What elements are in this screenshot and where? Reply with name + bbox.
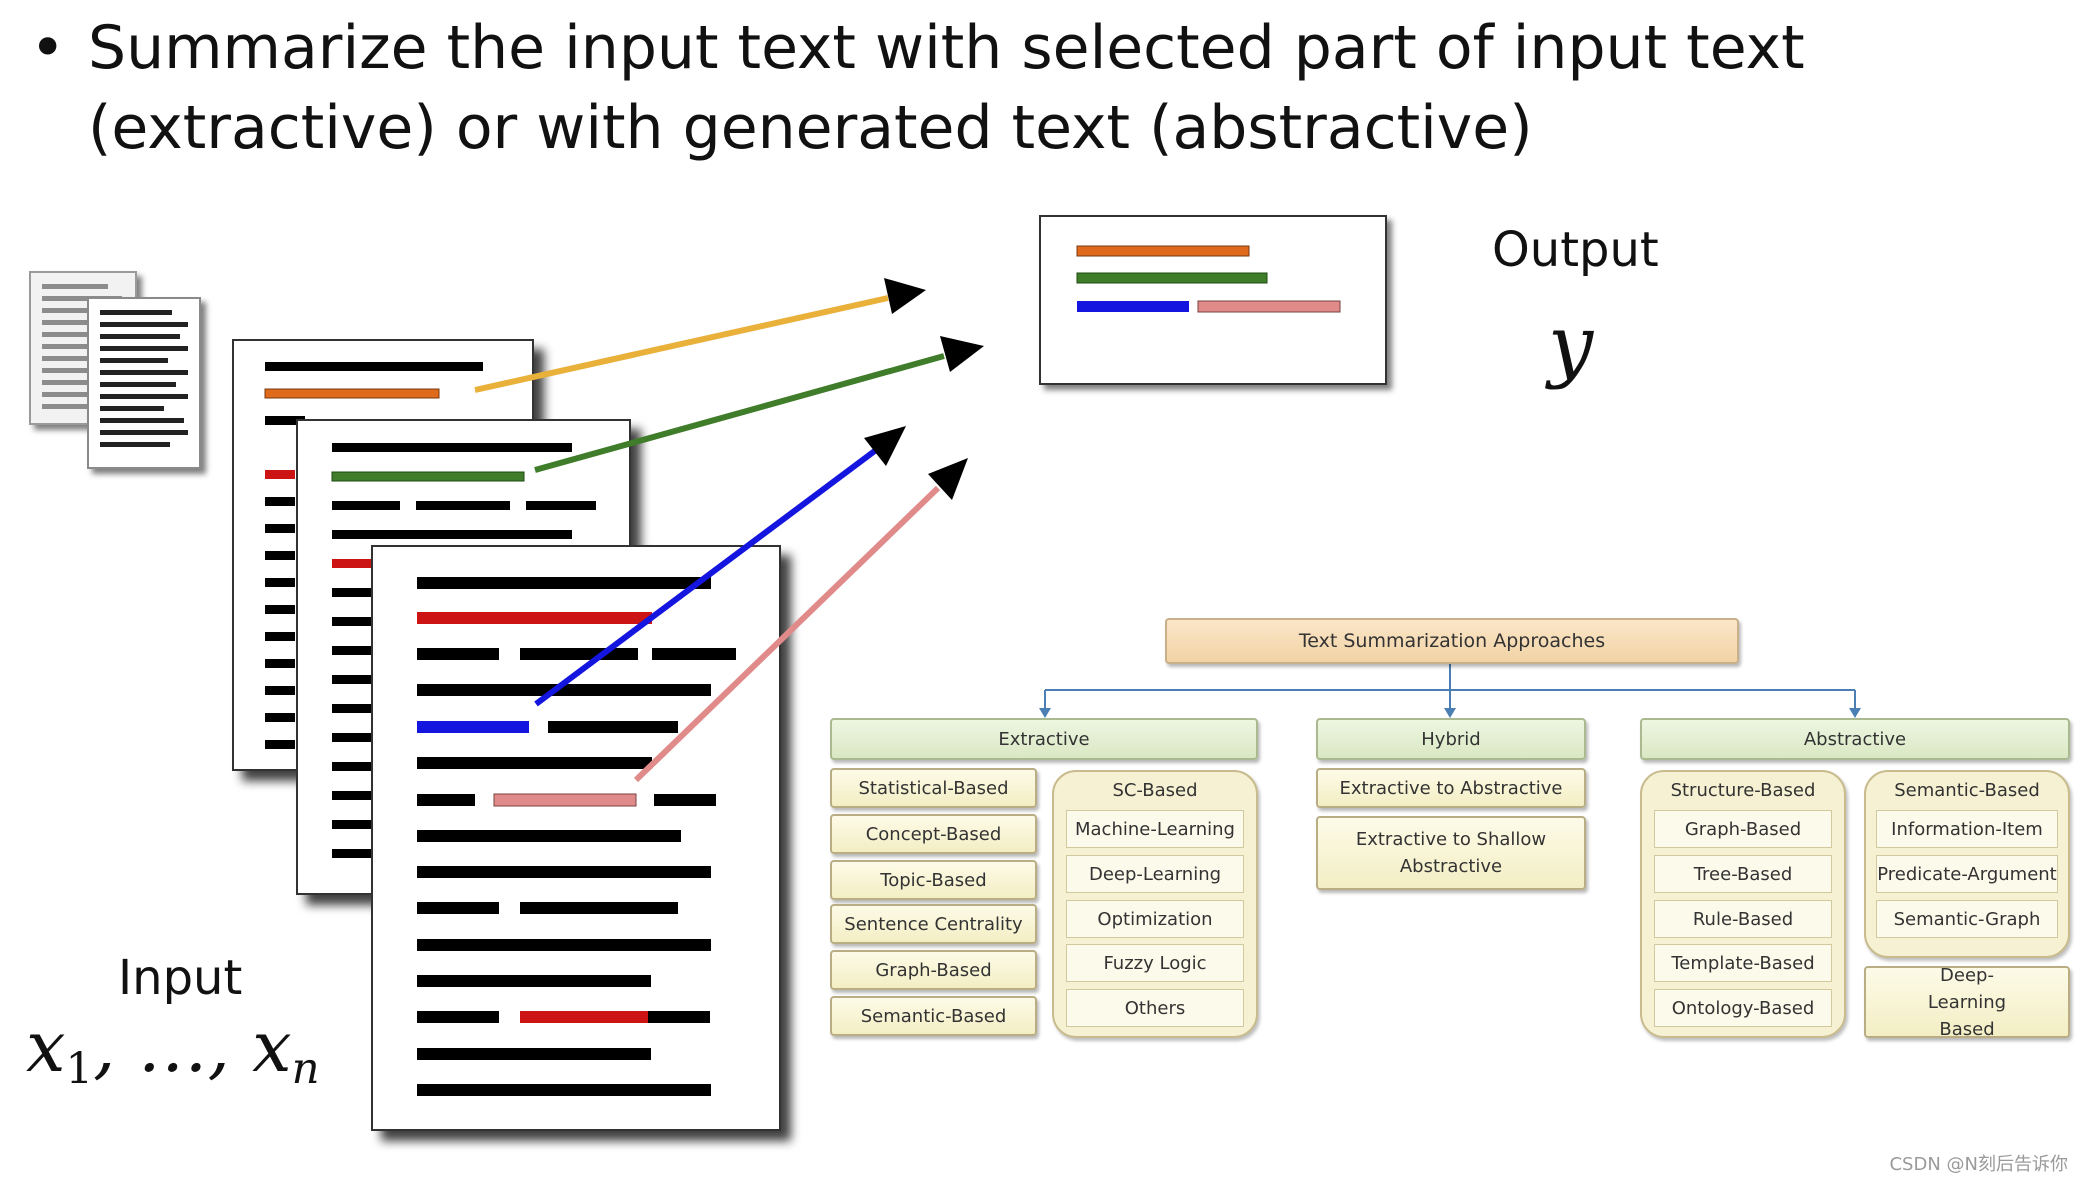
output-summary-box — [1039, 215, 1387, 385]
extractive-method: Semantic-Based — [830, 996, 1037, 1036]
sc-based-item: Machine-Learning — [1066, 810, 1244, 848]
sc-based-item: Deep-Learning — [1066, 855, 1244, 893]
heading-line-1: Summarize the input text with selected p… — [88, 13, 1805, 83]
structure-based-item: Template-Based — [1654, 944, 1832, 982]
semantic-based-item: Predicate-Argument — [1876, 855, 2058, 893]
extractive-method: Sentence Centrality — [830, 904, 1037, 944]
input-separator: , …, — [93, 1006, 253, 1088]
extractive-method: Statistical-Based — [830, 768, 1037, 808]
input-page-3 — [371, 545, 781, 1131]
structure-based-item: Ontology-Based — [1654, 989, 1832, 1027]
output-label: Output — [1492, 222, 1659, 278]
semantic-based-item: Information-Item — [1876, 810, 2058, 848]
extractive-method: Graph-Based — [830, 950, 1037, 990]
input-subscript-first: 1 — [65, 1044, 94, 1095]
sc-based-title: SC-Based — [1112, 780, 1198, 801]
bullet: • — [30, 13, 66, 83]
semantic-based-title: Semantic-Based — [1894, 780, 2040, 801]
heading-line-2: (extractive) or with generated text (abs… — [88, 93, 1533, 163]
abstractive-deep-learning: Deep-Learning Based — [1864, 965, 2070, 1040]
output-symbol: y — [1548, 298, 1594, 391]
category-hybrid: Hybrid — [1316, 718, 1586, 760]
input-symbol-first: x — [26, 1006, 66, 1088]
taxonomy-connectors — [1044, 664, 1856, 712]
input-symbol-last: x — [252, 1006, 292, 1088]
structure-based-item: Rule-Based — [1654, 900, 1832, 938]
extractive-method: Concept-Based — [830, 814, 1037, 854]
sc-based-item: Optimization — [1066, 900, 1244, 938]
sc-based-item: Others — [1066, 989, 1244, 1027]
structure-based-title: Structure-Based — [1670, 780, 1816, 801]
input-symbol: x1, …, xn — [26, 1006, 320, 1094]
structure-based-item: Graph-Based — [1654, 810, 1832, 848]
hybrid-method: Extractive to Abstractive — [1316, 768, 1586, 808]
extraction-arrows — [474, 278, 984, 783]
input-subscript-last: n — [291, 1044, 320, 1095]
input-label: Input — [118, 950, 243, 1006]
document-stack-icon — [29, 271, 201, 469]
watermark: CSDN @N刻后告诉你 — [1889, 1154, 2068, 1175]
category-extractive: Extractive — [830, 718, 1258, 760]
hybrid-method: Extractive to Shallow Abstractive — [1316, 816, 1586, 890]
taxonomy-root: Text Summarization Approaches — [1165, 618, 1739, 664]
category-abstractive: Abstractive — [1640, 718, 2070, 760]
structure-based-item: Tree-Based — [1654, 855, 1832, 893]
semantic-based-item: Semantic-Graph — [1876, 900, 2058, 938]
sc-based-item: Fuzzy Logic — [1066, 944, 1244, 982]
extractive-method: Topic-Based — [830, 860, 1037, 900]
